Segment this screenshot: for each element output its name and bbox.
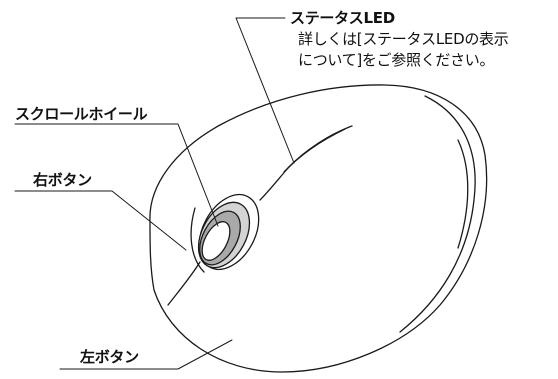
- button-split-line: [167, 261, 201, 306]
- mouse-side-contour-inner: [457, 139, 469, 249]
- label-status-led: ステータスLED: [290, 9, 395, 27]
- mouse-body-outline: [149, 84, 488, 373]
- label-left-button: 左ボタン: [80, 348, 139, 366]
- leader-left-button: [59, 339, 233, 370]
- label-status-led-note-line2: について]をご参照ください。: [298, 51, 495, 69]
- status-led-line: [259, 125, 353, 201]
- leader-right-button: [14, 190, 187, 251]
- label-scroll-wheel: スクロールホイール: [15, 105, 148, 123]
- label-right-button: 右ボタン: [33, 171, 92, 189]
- led-groove-inner: [283, 128, 346, 173]
- leader-scroll-wheel: [14, 123, 219, 227]
- scroll-wheel-illustration: [190, 193, 260, 273]
- leader-status-led: [235, 17, 295, 164]
- leader-lines: [14, 17, 295, 370]
- mouse-side-contour: [399, 95, 476, 333]
- label-status-led-note-line1: 詳しくは[ステータスLEDの表示: [298, 30, 509, 48]
